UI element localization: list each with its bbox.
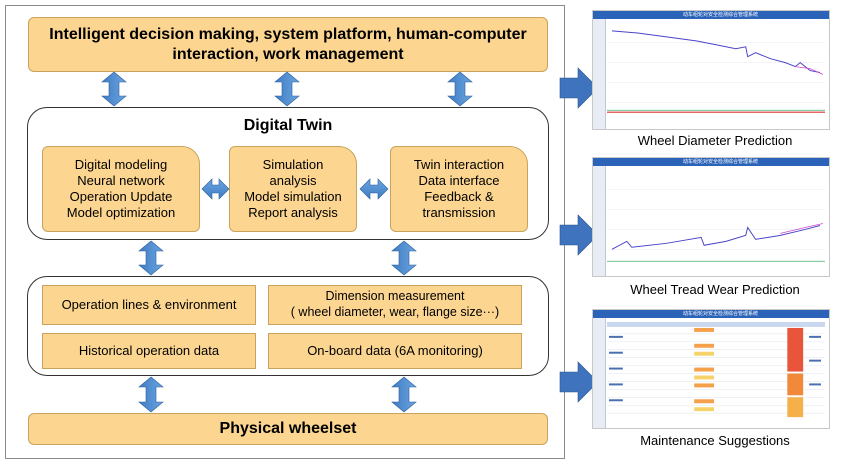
digital-twin-title: Digital Twin xyxy=(243,117,333,134)
vertical-double-arrow xyxy=(391,240,417,276)
vertical-double-arrow xyxy=(274,71,300,107)
diameter-plot xyxy=(607,23,825,123)
decision-platform-label: Intelligent decision making, system plat… xyxy=(49,25,527,63)
dimension-measurement-box: Dimension measurement ( wheel diameter, … xyxy=(268,285,522,325)
operation-lines-label: Operation lines & environment xyxy=(61,296,237,312)
vertical-double-arrow xyxy=(138,240,164,276)
simulation-label: Simulation analysis Model simulation Rep… xyxy=(244,156,342,221)
vertical-double-arrow xyxy=(138,376,164,413)
screen-header-title: 动车组轮对安全检测综合管理系统 xyxy=(683,159,759,165)
physical-wheelset-label: Physical wheelset xyxy=(219,420,357,437)
wheel-wear-screenshot: 动车组轮对安全检测综合管理系统 xyxy=(592,157,830,277)
operation-lines-box: Operation lines & environment xyxy=(42,285,256,325)
screen-sidebar xyxy=(593,19,606,129)
screen-header-title: 动车组轮对安全检测综合管理系统 xyxy=(683,311,759,317)
wheel-diameter-caption: Wheel Diameter Prediction xyxy=(637,133,793,148)
screen-sidebar xyxy=(593,318,606,428)
diameter-prediction-line xyxy=(795,66,824,75)
historical-data-box: Historical operation data xyxy=(42,333,256,369)
horizontal-double-arrow xyxy=(201,178,230,200)
physical-wheelset-box: Physical wheelset xyxy=(28,413,548,445)
decision-platform-box: Intelligent decision making, system plat… xyxy=(28,17,548,72)
vertical-double-arrow xyxy=(101,71,127,107)
diameter-series-line xyxy=(611,30,821,74)
onboard-data-box: On-board data (6A monitoring) xyxy=(268,333,522,369)
wear-plot xyxy=(607,170,825,270)
historical-data-label: Historical operation data xyxy=(78,342,220,358)
maintenance-caption: Maintenance Suggestions xyxy=(640,433,790,448)
digital-modeling-box: Digital modeling Neural network Operatio… xyxy=(42,146,200,232)
simulation-box: Simulation analysis Model simulation Rep… xyxy=(229,146,357,232)
wear-series-line xyxy=(611,225,821,250)
output-arrow xyxy=(559,214,599,256)
vertical-double-arrow xyxy=(391,376,417,413)
horizontal-double-arrow xyxy=(359,178,389,200)
wheel-diameter-screenshot: 动车组轮对安全检测综合管理系统 xyxy=(592,10,830,130)
digital-modeling-label: Digital modeling Neural network Operatio… xyxy=(66,156,176,221)
screen-sidebar xyxy=(593,166,606,276)
twin-interaction-box: Twin interaction Data interface Feedback… xyxy=(390,146,528,232)
twin-interaction-label: Twin interaction Data interface Feedback… xyxy=(413,156,505,221)
output-arrow xyxy=(559,67,599,109)
maintenance-screenshot: 动车组轮对安全检测综合管理系统 xyxy=(592,309,830,429)
onboard-data-label: On-board data (6A monitoring) xyxy=(307,342,483,358)
wheel-wear-caption: Wheel Tread Wear Prediction xyxy=(630,282,800,297)
dimension-measurement-label: Dimension measurement ( wheel diameter, … xyxy=(290,289,500,319)
wear-prediction-line xyxy=(780,223,824,234)
screen-header-title: 动车组轮对安全检测综合管理系统 xyxy=(683,12,759,18)
vertical-double-arrow xyxy=(447,71,473,107)
maintenance-table xyxy=(607,322,825,422)
output-arrow xyxy=(559,361,599,403)
